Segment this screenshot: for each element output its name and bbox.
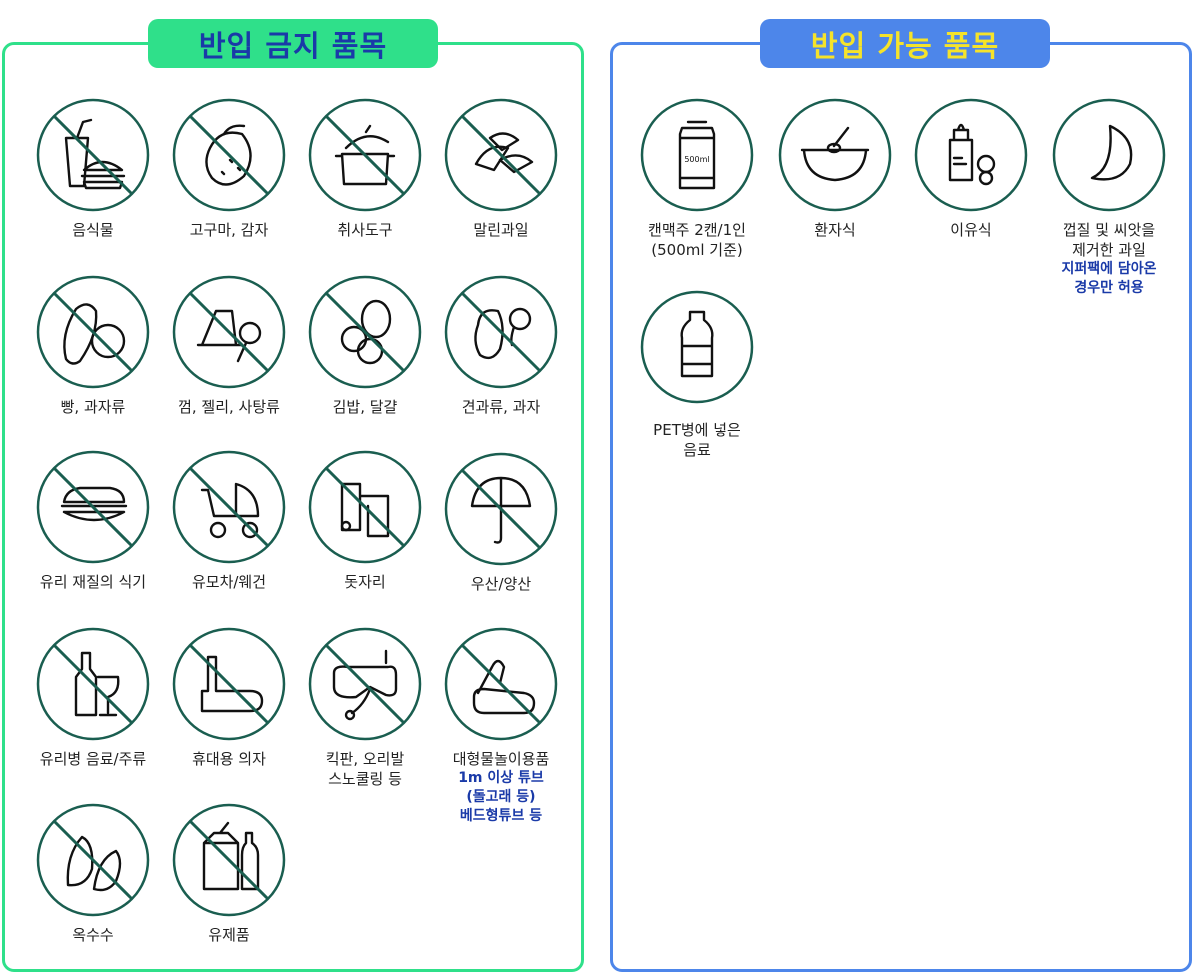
banned-item-gimbap-egg: 김밥, 달걀: [290, 275, 440, 417]
pet-bottle-icon: [640, 290, 754, 404]
food-drink-icon: [36, 98, 150, 212]
portable-chair-icon: [172, 627, 286, 741]
allowed-item-beer-can: 500ml 캔맥주 2캔/1인 (500ml 기준): [622, 98, 772, 260]
banned-item-portable-chair: 휴대용 의자: [154, 627, 304, 769]
banned-item-dried-fruit: 말린과일: [426, 98, 576, 240]
beer-can-icon: 500ml: [640, 98, 754, 212]
banned-item-food: 음식물: [18, 98, 168, 240]
mat-icon: [308, 450, 422, 564]
banned-item-corn: 옥수수: [18, 803, 168, 945]
banned-item-glass-bottle: 유리병 음료/주류: [18, 627, 168, 769]
allowed-items-title: 반입 가능 품목: [760, 19, 1050, 68]
sweet-potato-icon: [172, 98, 286, 212]
snorkel-mask-icon: [308, 627, 422, 741]
allowed-item-peeled-fruit: 껍질 및 씨앗을 제거한 과일 지퍼팩에 담아온 경우만 허용: [1034, 98, 1184, 298]
banned-item-mat: 돗자리: [290, 450, 440, 592]
glass-bottle-icon: [36, 627, 150, 741]
banned-item-dairy: 유제품: [154, 803, 304, 945]
large-tube-icon: [444, 627, 558, 741]
bowl-spoon-icon: [778, 98, 892, 212]
banned-item-stroller: 유모차/웨건: [154, 450, 304, 592]
banned-item-large-tube: 대형물놀이용품 1m 이상 튜브 (돌고래 등) 베드형튜브 등: [426, 627, 576, 826]
glass-dish-icon: [36, 450, 150, 564]
banned-item-sweet-potato: 고구마, 감자: [154, 98, 304, 240]
banned-items-title: 반입 금지 품목: [148, 19, 438, 68]
dried-fruit-icon: [444, 98, 558, 212]
allowed-item-pet-bottle: PET병에 넣은 음료: [622, 290, 772, 460]
banned-item-umbrella: 우산/양산: [426, 452, 576, 594]
umbrella-icon: [444, 452, 558, 566]
cooking-pot-icon: [308, 98, 422, 212]
melon-slice-icon: [1052, 98, 1166, 212]
banned-item-glass-dish: 유리 재질의 식기: [18, 450, 168, 592]
dairy-icon: [172, 803, 286, 917]
candy-jelly-icon: [172, 275, 286, 389]
can-volume-text: 500ml: [684, 155, 709, 164]
banned-item-nuts: 견과류, 과자: [426, 275, 576, 417]
allowed-item-baby-food: 이유식: [896, 98, 1046, 240]
baby-bottle-icon: [914, 98, 1028, 212]
stroller-icon: [172, 450, 286, 564]
corn-icon: [36, 803, 150, 917]
banned-item-bread-cookie: 빵, 과자류: [18, 275, 168, 417]
nuts-icon: [444, 275, 558, 389]
banned-item-snorkel: 킥판, 오리발 스노쿨링 등: [290, 627, 440, 789]
allowed-item-patient-meal: 환자식: [760, 98, 910, 240]
banned-item-candy-jelly: 껌, 젤리, 사탕류: [154, 275, 304, 417]
gimbap-egg-icon: [308, 275, 422, 389]
banned-item-cooking-tools: 취사도구: [290, 98, 440, 240]
bread-cookie-icon: [36, 275, 150, 389]
